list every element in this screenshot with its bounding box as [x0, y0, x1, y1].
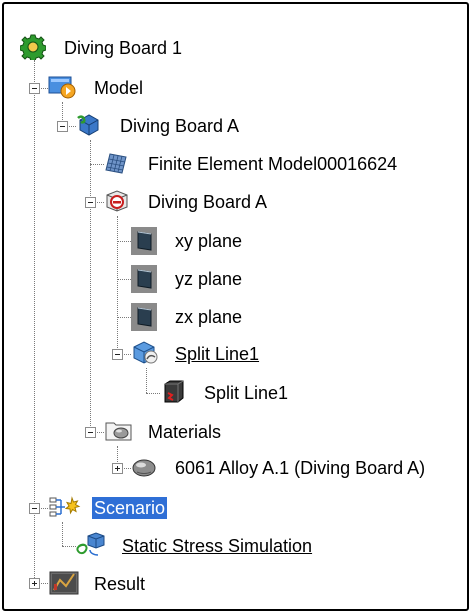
tree-node-xy-plane[interactable]: xy plane	[131, 226, 281, 256]
tree-node-yz-plane[interactable]: yz plane	[131, 264, 281, 294]
tree-node-part[interactable]: Diving Board A	[76, 111, 276, 141]
tree-node-label: Split Line1	[204, 383, 289, 403]
tree-node-label: Scenario	[92, 497, 168, 519]
plane-icon	[131, 265, 157, 293]
tree-node-label: Result	[94, 574, 146, 594]
collapse-toggle-model[interactable]	[29, 83, 40, 94]
split-line-icon	[131, 340, 158, 366]
collapse-toggle-scenario[interactable]	[29, 503, 40, 514]
gear-icon	[19, 34, 47, 62]
expand-toggle-alloy[interactable]	[112, 463, 123, 474]
tree-connector	[62, 522, 63, 546]
tree-connector	[34, 88, 48, 89]
tree-connector	[117, 446, 118, 468]
tree-node-result[interactable]: Result	[48, 569, 188, 599]
tree-connector	[117, 216, 118, 354]
tree-node-split-line-feature[interactable]: Split Line1	[131, 339, 301, 369]
tree-node-label: yz plane	[175, 269, 243, 289]
tree-node-zx-plane[interactable]: zx plane	[131, 302, 281, 332]
tree-node-fem[interactable]: Finite Element Model00016624	[104, 149, 434, 179]
body-icon	[104, 188, 130, 214]
tree-node-label: Diving Board A	[120, 116, 240, 136]
tree-connector	[90, 202, 104, 203]
tree-node-body[interactable]: Diving Board A	[104, 187, 304, 217]
tree-node-label: zx plane	[175, 307, 243, 327]
tree-connector	[146, 368, 147, 393]
tree-connector	[146, 393, 160, 394]
tree-node-materials[interactable]: Materials	[104, 417, 274, 447]
tree-connector	[62, 126, 76, 127]
tree-node-root[interactable]: Diving Board 1	[19, 33, 220, 63]
tree-node-label: Diving Board A	[148, 192, 268, 212]
scenario-icon	[48, 494, 82, 520]
collapse-toggle-body[interactable]	[85, 197, 96, 208]
tree-node-label: Materials	[148, 422, 222, 442]
tree-node-scenario[interactable]: Scenario	[48, 493, 188, 523]
tree-connector	[117, 279, 131, 280]
tree-connector	[62, 546, 76, 547]
tree-node-label: Finite Element Model00016624	[148, 154, 398, 174]
tree-connector	[90, 140, 91, 432]
tree-node-split-line-body[interactable]: Split Line1	[160, 378, 320, 408]
tree-connector	[34, 60, 35, 584]
collapse-toggle-split-line[interactable]	[112, 349, 123, 360]
plane-icon	[131, 303, 157, 331]
tree-connector	[117, 317, 131, 318]
tree-connector	[90, 432, 104, 433]
tree-node-label: Static Stress Simulation	[122, 536, 313, 556]
tree-connector	[117, 241, 131, 242]
tree-node-material-alloy[interactable]: 6061 Alloy A.1 (Diving Board A)	[131, 453, 461, 483]
simulation-icon	[76, 532, 108, 558]
tree-connector	[34, 583, 48, 584]
tree-connector	[90, 164, 104, 165]
tree-node-label: Diving Board 1	[64, 38, 183, 58]
mesh-icon	[104, 150, 130, 176]
tree-panel	[2, 2, 469, 611]
tree-node-label: xy plane	[175, 231, 243, 251]
collapse-toggle-part[interactable]	[57, 121, 68, 132]
tree-node-label: 6061 Alloy A.1 (Diving Board A)	[175, 458, 426, 478]
collapse-toggle-materials[interactable]	[85, 427, 96, 438]
split-body-icon	[160, 379, 186, 405]
tree-connector	[34, 508, 48, 509]
part-icon	[76, 112, 102, 138]
result-icon	[48, 570, 80, 596]
material-icon	[131, 454, 157, 480]
tree-node-simulation[interactable]: Static Stress Simulation	[76, 531, 346, 561]
tree-connector	[62, 102, 63, 126]
tree-node-label: Split Line1	[175, 344, 260, 364]
tree-node-label: Model	[94, 78, 144, 98]
tree-connector	[117, 354, 131, 355]
plane-icon	[131, 227, 157, 255]
model-icon	[48, 74, 78, 100]
materials-folder-icon	[104, 418, 134, 444]
expand-toggle-result[interactable]	[29, 578, 40, 589]
tree-connector	[117, 468, 131, 469]
tree-node-model[interactable]: Model	[48, 73, 188, 103]
